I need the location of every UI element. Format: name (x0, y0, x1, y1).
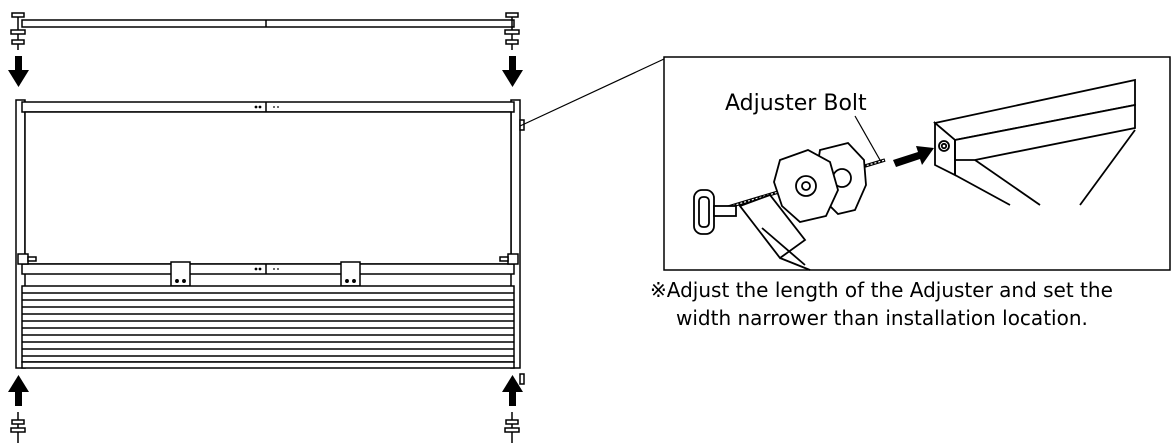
left-bracket (170, 261, 191, 287)
frame-corner (933, 78, 1136, 206)
adjuster-bolt-label: Adjuster Bolt (725, 91, 867, 116)
beam-holes (254, 105, 279, 271)
arrow-up-right-icon (502, 375, 523, 406)
arrow-down-right-icon (502, 56, 523, 87)
right-bracket (340, 261, 361, 287)
brackets (170, 261, 361, 287)
note-line-2: width narrower than installation locatio… (676, 306, 1088, 330)
insertion-arrow-icon (893, 146, 934, 167)
top-left-adjuster (10, 12, 26, 50)
note-line-1: Adjust the length of the Adjuster and se… (666, 278, 1113, 302)
arrow-down-left-icon (8, 56, 29, 87)
adjustment-note: ※Adjust the length of the Adjuster and s… (650, 276, 1170, 332)
bottom-adjusters (10, 412, 520, 443)
middle-beam (21, 263, 515, 275)
arrow-up-left-icon (8, 375, 29, 406)
main-frame (15, 99, 525, 385)
right-clip (507, 253, 519, 265)
knob-nut-front (773, 149, 839, 223)
callout-leader-line (519, 58, 665, 127)
note-mark: ※ (650, 278, 667, 302)
detail-box: Adjuster Bolt (663, 56, 1171, 271)
top-right-adjuster (504, 12, 520, 50)
top-beam (21, 101, 515, 113)
frame-panel (24, 111, 512, 265)
top-rail (21, 19, 515, 28)
adjuster-bolt-assembly (693, 141, 886, 271)
left-clip (17, 253, 29, 265)
bottom-left-adjuster (10, 412, 26, 443)
bottom-right-adjuster (504, 412, 520, 443)
up-arrows (8, 375, 523, 406)
louver-slats (21, 285, 515, 363)
label-leader-line (854, 115, 881, 161)
bottom-beam (21, 361, 515, 369)
top-rail-assembly (10, 12, 520, 50)
down-arrows (8, 56, 523, 87)
